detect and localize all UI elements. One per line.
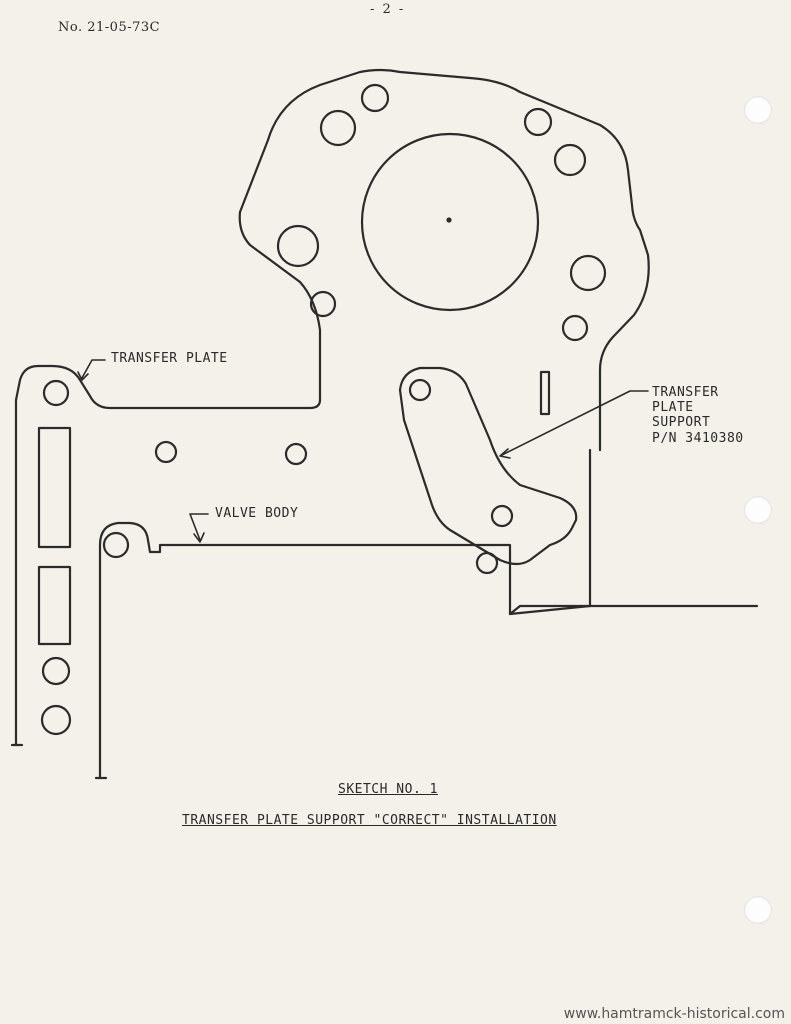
- valve-body-outline: [98, 448, 592, 780]
- support-hole: [490, 504, 514, 528]
- bolt-hole: [41, 656, 71, 686]
- page-number: - 2 -: [370, 2, 406, 17]
- bolt-hole: [309, 290, 337, 318]
- slot: [37, 426, 72, 549]
- support-label-line1: TRANSFER: [652, 385, 719, 400]
- support-hole: [408, 378, 432, 402]
- sketch-subtitle: TRANSFER PLATE SUPPORT "CORRECT" INSTALL…: [182, 813, 557, 828]
- bolt-hole: [360, 83, 390, 113]
- bolt-hole: [154, 440, 178, 464]
- transfer-plate-leader-arrow: [77, 371, 89, 381]
- transfer-plate-bottom-edge: [14, 364, 322, 747]
- support-leader: [501, 390, 649, 456]
- bolt-hole: [319, 109, 357, 147]
- document-number: No. 21-05-73C: [58, 20, 161, 35]
- sketch-title: SKETCH NO. 1: [338, 782, 438, 797]
- valve-body-lower-edge: [508, 604, 759, 616]
- bolt-hole: [553, 143, 587, 177]
- valve-body-leader: [189, 513, 209, 541]
- valve-body-hole: [102, 531, 130, 559]
- support-label-line2: PLATE: [652, 400, 694, 415]
- binder-hole: [744, 896, 772, 924]
- support-part-number: P/N 3410380: [652, 431, 744, 446]
- support-label-line3: SUPPORT: [652, 415, 711, 430]
- valve-body-label: VALVE BODY: [215, 506, 299, 521]
- center-dot: [446, 217, 452, 223]
- transfer-plate-leader: [81, 359, 106, 379]
- bolt-hole: [42, 379, 70, 407]
- transfer-plate-outline: [238, 68, 650, 452]
- support-slot: [539, 370, 551, 416]
- valve-body-hole: [475, 551, 499, 575]
- watermark: www.hamtramck-historical.com: [563, 1006, 785, 1022]
- large-bore-circle: [360, 132, 540, 312]
- bolt-hole: [523, 107, 553, 137]
- bolt-hole: [561, 314, 589, 342]
- bolt-hole: [276, 224, 320, 268]
- transfer-plate-label: TRANSFER PLATE: [111, 351, 228, 366]
- binder-hole: [744, 496, 772, 524]
- bolt-hole: [284, 442, 308, 466]
- transfer-plate-support-outline: [398, 366, 578, 566]
- bolt-hole: [569, 254, 607, 292]
- bolt-hole: [40, 704, 72, 736]
- binder-hole: [744, 96, 772, 124]
- valve-body-leader-arrow: [193, 532, 205, 543]
- support-leader-arrow: [499, 448, 511, 459]
- slot: [37, 565, 72, 646]
